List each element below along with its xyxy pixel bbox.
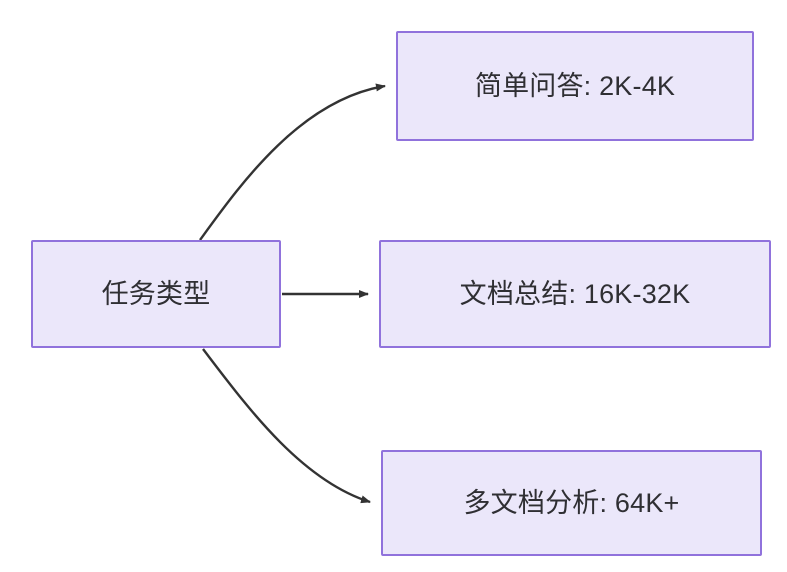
node-doc-summary-label: 文档总结: 16K-32K [459, 278, 691, 309]
node-simple-qa-label: 简单问答: 2K-4K [474, 70, 676, 101]
edge-to-multi-doc [202, 348, 371, 504]
node-multi-doc[interactable]: 多文档分析: 64K+ [381, 450, 762, 556]
node-task-type-label: 任务类型 [101, 278, 211, 309]
node-simple-qa[interactable]: 简单问答: 2K-4K [396, 31, 754, 141]
edge-to-simple-qa [199, 83, 386, 241]
node-multi-doc-label: 多文档分析: 64K+ [463, 487, 680, 518]
node-doc-summary[interactable]: 文档总结: 16K-32K [379, 240, 771, 348]
node-task-type[interactable]: 任务类型 [31, 240, 281, 348]
